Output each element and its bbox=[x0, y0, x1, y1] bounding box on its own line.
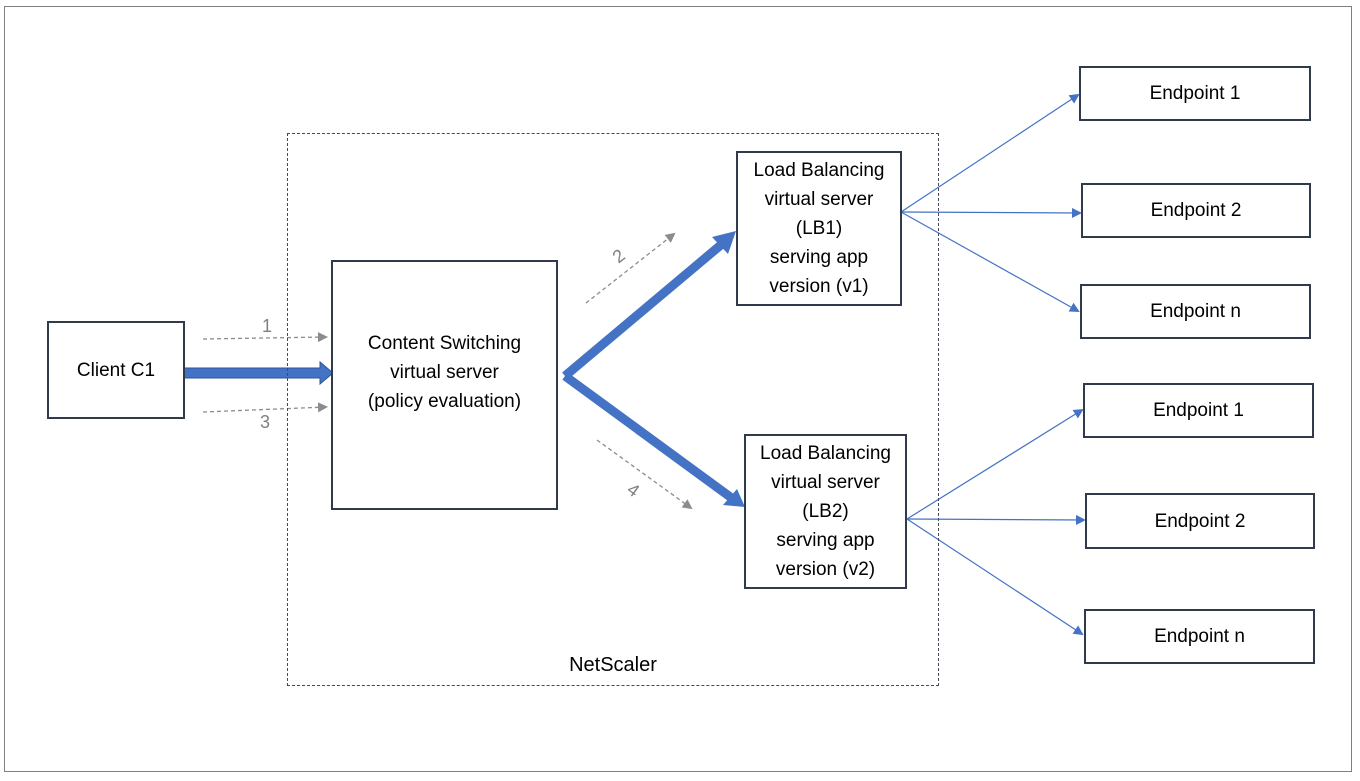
lb1-endpoint-1: Endpoint 1 bbox=[1079, 66, 1311, 121]
client-node: Client C1 bbox=[47, 321, 185, 419]
lb2-node: Load Balancing virtual server (LB2) serv… bbox=[744, 434, 907, 589]
lb2-link-endpoint-n bbox=[906, 518, 1084, 636]
lb2-link-endpoint-2 bbox=[906, 514, 1086, 525]
netscaler-label: NetScaler bbox=[569, 654, 657, 676]
lb1-link-endpoint-1 bbox=[900, 93, 1080, 213]
flow-arrow-cs-to-lb2 bbox=[562, 372, 745, 507]
step-arrow-2 bbox=[585, 232, 676, 304]
content-switching-node: Content Switching virtual server (policy… bbox=[331, 260, 558, 510]
flow-arrow-client-to-cs bbox=[183, 360, 334, 386]
lb2-link-endpoint-1 bbox=[906, 408, 1084, 520]
lb2-endpoint-1: Endpoint 1 bbox=[1083, 383, 1314, 438]
step-arrow-4 bbox=[596, 439, 693, 510]
diagram-frame bbox=[4, 6, 1352, 772]
netscaler-container: NetScaler bbox=[287, 133, 939, 686]
step-label-3: 3 bbox=[260, 412, 271, 432]
flow-arrow-cs-to-lb1 bbox=[562, 231, 736, 380]
lb1-node: Load Balancing virtual server (LB1) serv… bbox=[736, 151, 902, 306]
lb2-endpoint-2: Endpoint 2 bbox=[1085, 493, 1315, 549]
lb1-link-endpoint-n bbox=[900, 211, 1080, 312]
lb1-endpoint-2: Endpoint 2 bbox=[1081, 183, 1311, 238]
lb1-link-endpoint-2 bbox=[900, 207, 1082, 218]
step-label-1: 1 bbox=[262, 316, 273, 336]
lb1-endpoint-n: Endpoint n bbox=[1080, 284, 1311, 339]
lb2-endpoint-n: Endpoint n bbox=[1084, 609, 1315, 664]
